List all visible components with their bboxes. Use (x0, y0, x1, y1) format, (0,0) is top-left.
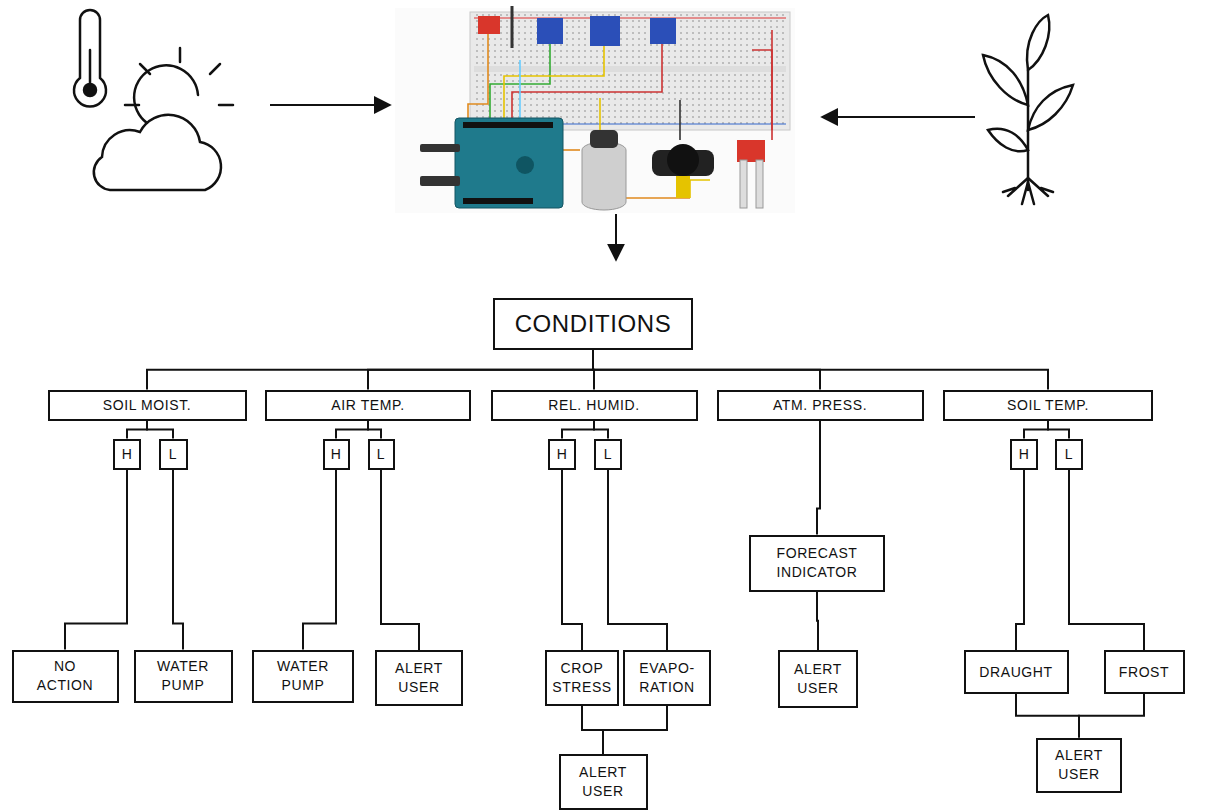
node-label: H (331, 445, 342, 464)
tree-connector (1048, 421, 1069, 439)
action-box: WATER PUMP (134, 650, 233, 703)
node-label: H (1019, 445, 1030, 464)
alert-box: ALERT USER (1036, 738, 1122, 793)
tree-connector (336, 421, 368, 439)
condition-box: CONDITIONS (493, 298, 693, 350)
tree-connector (817, 592, 818, 651)
node-label: REL. HUMID. (548, 396, 639, 415)
level-box: L (594, 439, 622, 470)
level-box: L (368, 439, 395, 470)
tree-connector (1079, 694, 1144, 738)
node-label: FROST (1119, 663, 1169, 682)
effect-box: CROP STRESS (545, 650, 619, 706)
level-box: L (1055, 439, 1083, 470)
tree-connector (65, 470, 127, 650)
sensor-box: SOIL TEMP. (943, 390, 1153, 421)
tree-connector (1016, 470, 1024, 651)
tree-connector (1024, 421, 1048, 439)
node-label: L (1065, 445, 1073, 464)
tree-connector (1069, 470, 1144, 651)
node-label: FORECAST INDICATOR (762, 544, 872, 582)
sensor-box: AIR TEMP. (265, 390, 471, 421)
action-box: NO ACTION (12, 650, 119, 703)
node-label: AIR TEMP. (331, 396, 404, 415)
level-box: H (113, 439, 141, 470)
level-box: L (159, 439, 188, 470)
alert-box: ALERT USER (375, 650, 463, 706)
node-label: ATM. PRESS. (773, 396, 867, 415)
sensor-box: REL. HUMID. (491, 390, 698, 421)
level-box: H (548, 439, 576, 470)
tree-connector (562, 421, 594, 439)
effect-box: FROST (1104, 650, 1185, 694)
node-label: DRAUGHT (979, 663, 1052, 682)
level-box: H (323, 439, 350, 470)
sensor-box: ATM. PRESS. (717, 390, 924, 421)
tree-connector (127, 421, 147, 439)
input-arrow (270, 104, 390, 106)
tree-connector (173, 470, 183, 650)
node-label: SOIL TEMP. (1007, 396, 1089, 415)
tree-connector (368, 350, 593, 390)
tree-connector (368, 421, 381, 439)
sensor-box: SOIL MOIST. (48, 390, 247, 421)
node-label: NO ACTION (30, 657, 100, 695)
node-label: CROP STRESS (552, 659, 612, 697)
tree-connector (147, 350, 593, 390)
circuit-illustration (395, 6, 795, 213)
node-label: WATER PUMP (148, 657, 218, 695)
node-label: H (122, 445, 133, 464)
input-arrow (822, 116, 975, 118)
tree-connector (303, 470, 336, 650)
node-label: L (169, 445, 177, 464)
weather-icon (74, 10, 233, 190)
alert-box: ALERT USER (559, 754, 648, 810)
tree-connector (608, 470, 667, 651)
tree-connector (147, 421, 173, 439)
tree-connector (594, 421, 608, 439)
action-box: WATER PUMP (252, 650, 354, 703)
node-label: ALERT USER (573, 763, 633, 801)
effect-box: EVAPO- RATION (623, 650, 711, 706)
effect-box: DRAUGHT (964, 650, 1069, 694)
node-label: H (557, 445, 568, 464)
node-label: SOIL MOIST. (103, 396, 192, 415)
node-label: ALERT USER (1049, 746, 1109, 784)
node-label: CONDITIONS (515, 308, 672, 340)
tree-connector (582, 706, 603, 754)
plant-icon (983, 15, 1073, 204)
node-label: EVAPO- RATION (632, 659, 702, 697)
tree-connector (817, 421, 820, 535)
tree-connector (593, 350, 1048, 390)
node-label: WATER PUMP (268, 657, 338, 695)
forecast-box: FORECAST INDICATOR (749, 535, 885, 592)
node-label: L (604, 445, 612, 464)
node-label: ALERT USER (788, 660, 848, 698)
output-arrow (615, 214, 617, 260)
node-label: L (377, 445, 385, 464)
alert-box: ALERT USER (778, 650, 858, 708)
node-label: ALERT USER (389, 659, 449, 697)
tree-connector (562, 470, 582, 651)
level-box: H (1010, 439, 1038, 470)
tree-connector (603, 706, 667, 754)
tree-connector (1016, 694, 1079, 738)
tree-connector (381, 470, 419, 651)
